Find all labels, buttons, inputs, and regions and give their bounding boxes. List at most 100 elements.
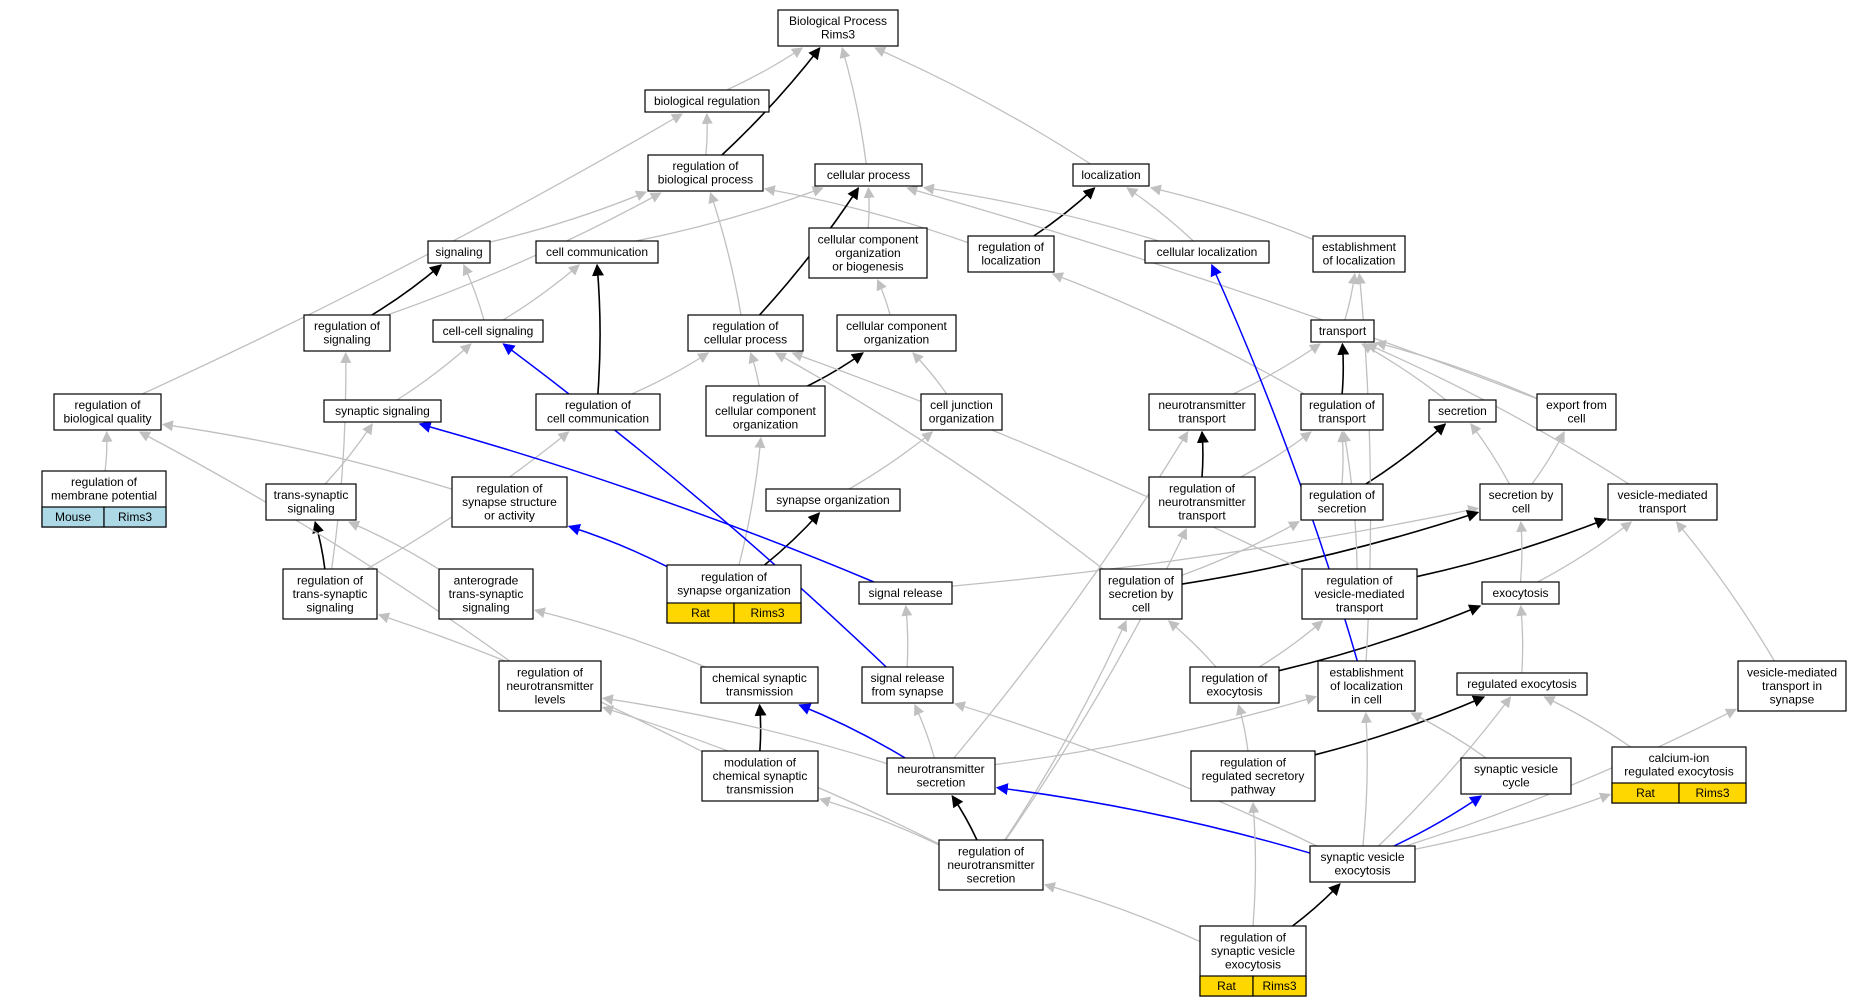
node-exocytosis[interactable]: exocytosis bbox=[1481, 581, 1560, 605]
node-label-line: regulation of bbox=[565, 398, 632, 412]
node-secretion[interactable]: secretion bbox=[1428, 399, 1497, 423]
node-box bbox=[705, 385, 826, 437]
node-label-line: synaptic signaling bbox=[335, 404, 430, 418]
edge-nt_secretion-to-chemical_synaptic bbox=[798, 703, 906, 759]
node-box bbox=[432, 319, 544, 343]
node-transport[interactable]: transport bbox=[1310, 319, 1375, 343]
edge-reg_secretion-to-reg_transport bbox=[1337, 430, 1349, 485]
node-label-line: biological quality bbox=[63, 412, 151, 426]
edge-reg_cell_communication-to-reg_cellular_process bbox=[631, 352, 710, 395]
node-regulated-exocytosis[interactable]: regulated exocytosis bbox=[1456, 672, 1588, 696]
node-label-line: transmission bbox=[726, 685, 793, 699]
node-cellular-process[interactable]: cellular process bbox=[814, 163, 923, 187]
node-label-line: regulation of bbox=[1201, 671, 1268, 685]
edge-anterograde-to-trans_synaptic_signaling bbox=[348, 520, 440, 570]
edge-reg_nt_secretion-to-nt_secretion bbox=[951, 795, 978, 841]
tag-cell bbox=[103, 506, 167, 528]
edge-nt_secretion-to-signal_release_synapse bbox=[914, 704, 935, 759]
node-box bbox=[303, 314, 391, 352]
node-signaling[interactable]: signaling bbox=[427, 240, 491, 264]
node-label-line: vesicle-mediated bbox=[1747, 665, 1837, 679]
node-label-line: biological process bbox=[658, 173, 753, 187]
node-cell-communication[interactable]: cell communication bbox=[535, 240, 659, 264]
edge-signal_release_synapse-to-cell_cell_signaling bbox=[502, 343, 887, 668]
edge-reg_cc_organization-to-cc_organization bbox=[807, 352, 864, 387]
edge-cellular_localization-to-cellular_process bbox=[922, 183, 1159, 242]
edge-chemical_synaptic-to-anterograde bbox=[533, 607, 706, 668]
node-synapse-organization[interactable]: synapse organization bbox=[765, 488, 901, 512]
node-label-line: regulation of bbox=[1309, 488, 1376, 502]
edge-synaptic_vesicle_exocytosis-to-synaptic_vesicle_cycle bbox=[1393, 795, 1483, 847]
edge-reg_nt_transport-to-reg_transport bbox=[1240, 431, 1312, 478]
node-box bbox=[814, 163, 923, 187]
node-box bbox=[323, 399, 442, 423]
node-label-line: regulation of bbox=[71, 475, 138, 489]
edge-cell_cell_signaling-to-signaling bbox=[462, 264, 485, 321]
edge-reg_exocytosis-to-reg_vesicle_mediated bbox=[1258, 620, 1324, 668]
node-box bbox=[1428, 399, 1497, 423]
edge-cc_organization-to-cc_org_biogenesis bbox=[876, 278, 891, 316]
node-localization[interactable]: localization bbox=[1072, 163, 1150, 187]
node-label-line: cellular component bbox=[846, 319, 947, 333]
tag-label: Rat bbox=[1217, 979, 1236, 993]
node-label-line: modulation of bbox=[724, 755, 797, 769]
node-cellular-localization[interactable]: cellular localization bbox=[1144, 240, 1270, 264]
node-signal-release[interactable]: signal release bbox=[858, 581, 953, 605]
node-label-line: secretion by bbox=[1489, 488, 1554, 502]
node-label-line: cellular component bbox=[818, 232, 919, 246]
node-biological-regulation[interactable]: biological regulation bbox=[644, 89, 770, 113]
node-box bbox=[1309, 845, 1416, 883]
node-label-line: secretion bbox=[1438, 404, 1487, 418]
node-label-line: transport bbox=[1178, 412, 1226, 426]
node-label-line: cell bbox=[1567, 412, 1585, 426]
edge-reg_regulated_secretory-to-regulated_exocytosis bbox=[1314, 695, 1486, 756]
node-cell-cell-signaling[interactable]: cell-cell signaling bbox=[432, 319, 544, 343]
edge-reg_synapse_org-to-synapse_organization bbox=[764, 512, 821, 566]
node-synaptic-signaling[interactable]: synaptic signaling bbox=[323, 399, 442, 423]
node-label-line: neurotransmitter bbox=[1158, 495, 1245, 509]
node-box bbox=[701, 750, 819, 802]
tag-label: Rims3 bbox=[1695, 786, 1729, 800]
